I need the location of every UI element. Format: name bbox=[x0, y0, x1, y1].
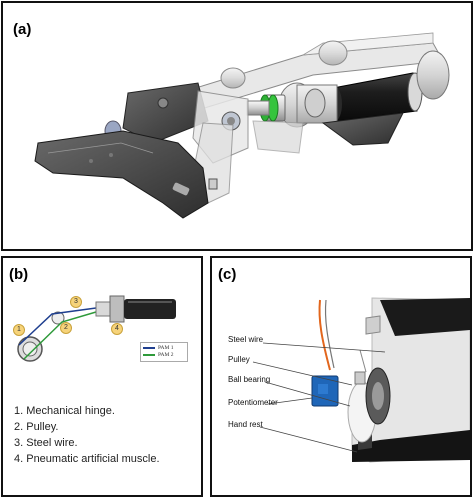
list-item: 4. Pneumatic artificial muscle. bbox=[14, 453, 160, 465]
upper-frame bbox=[172, 32, 444, 114]
callout-hand-rest: Hand rest bbox=[228, 420, 263, 429]
list-item: 1. Mechanical hinge. bbox=[14, 405, 115, 417]
callout-potentiometer: Potentiometer bbox=[228, 398, 278, 407]
legend-label-pam2: PAM 2 bbox=[158, 352, 174, 358]
pneumatic-muscle bbox=[328, 72, 423, 122]
component-list: 1. Mechanical hinge. 2. Pulley. 3. Steel… bbox=[14, 403, 160, 467]
list-item: 2. Pulley. bbox=[14, 421, 59, 433]
marker-3: 3 bbox=[70, 296, 82, 308]
hand-rest bbox=[34, 130, 218, 219]
muscle-fitting bbox=[246, 94, 286, 122]
right-housing bbox=[278, 50, 450, 128]
legend-label-pam1: PAM 1 bbox=[158, 345, 174, 351]
list-item: 3. Steel wire. bbox=[14, 437, 78, 449]
panel-b-label: (b) bbox=[9, 266, 29, 283]
callout-steel-wire: Steel wire bbox=[228, 335, 264, 344]
lower-bracket bbox=[321, 112, 404, 146]
legend-item-pam1: PAM 1 bbox=[143, 345, 174, 351]
legend-swatch-pam1 bbox=[143, 347, 155, 349]
legend: PAM 1 PAM 2 bbox=[140, 342, 188, 362]
panel-c: (c) bbox=[210, 256, 472, 497]
callout-ball-bearing: Ball bearing bbox=[228, 375, 271, 384]
cad-rendering bbox=[34, 32, 450, 219]
legend-swatch-pam2 bbox=[143, 354, 155, 356]
marker-2: 2 bbox=[60, 322, 72, 334]
panel-a: (a) bbox=[1, 1, 473, 251]
panel-b: (b) bbox=[1, 256, 203, 497]
marker-1: 1 bbox=[13, 324, 25, 336]
panel-c-label: (c) bbox=[218, 266, 237, 283]
panel-a-label: (a) bbox=[13, 21, 32, 38]
callout-pulley: Pulley bbox=[228, 355, 250, 364]
marker-4: 4 bbox=[111, 323, 123, 335]
legend-item-pam2: PAM 2 bbox=[143, 352, 174, 358]
